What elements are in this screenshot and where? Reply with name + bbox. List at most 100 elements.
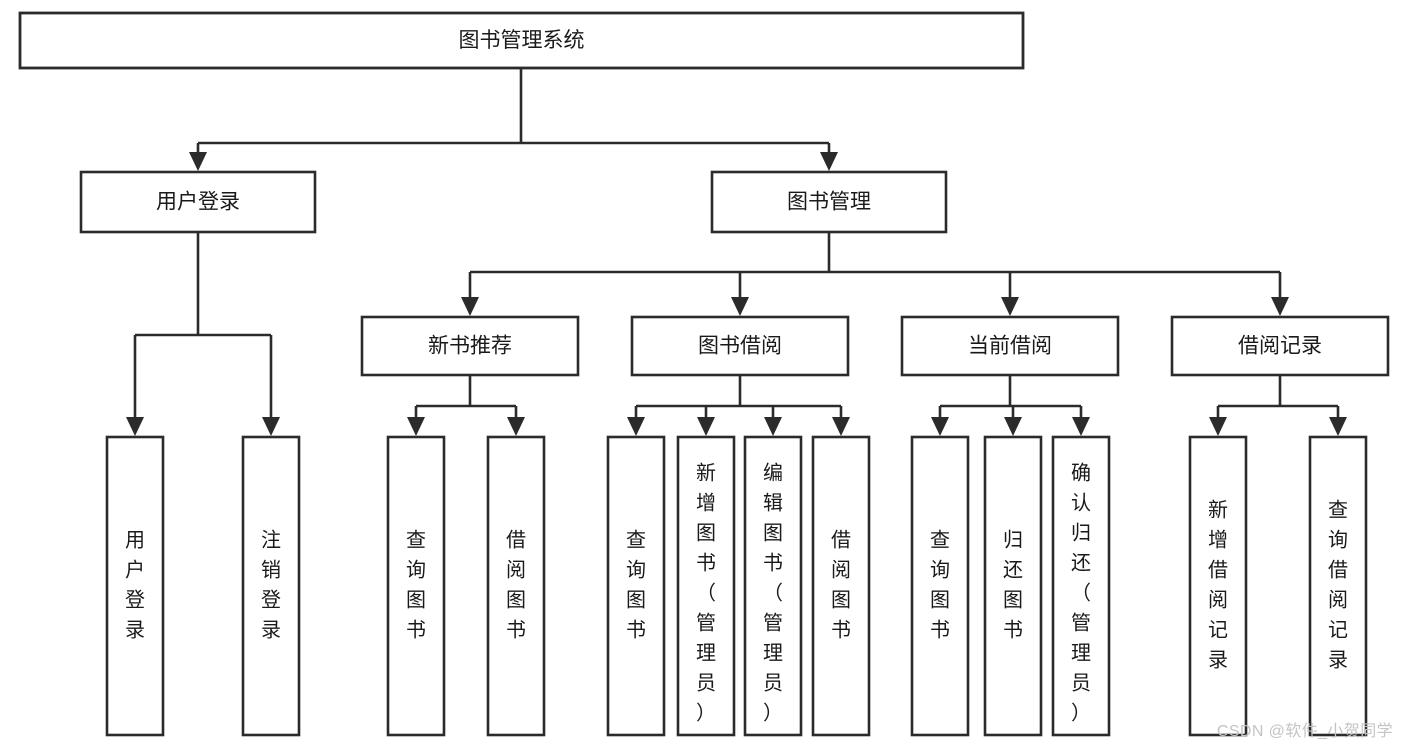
conn-book-borrow: [627, 375, 850, 436]
node-box[interactable]: [105, 435, 165, 737]
node-label-char: 图: [696, 522, 716, 544]
node-box[interactable]: [811, 435, 871, 737]
node-label-char: 归: [1003, 528, 1023, 551]
arrow-head-icon: [189, 152, 207, 171]
node-label-char: 管: [696, 611, 716, 634]
arrow-head-icon: [262, 417, 280, 436]
conn-new-book-rec: [407, 375, 525, 436]
node-box[interactable]: [606, 435, 666, 737]
node-label-char: ）: [1071, 701, 1091, 724]
node-label-char: 新: [696, 461, 716, 484]
arrow-head-icon: [407, 417, 425, 436]
node-label: 图书管理系统: [459, 29, 585, 52]
node-box[interactable]: [79, 170, 317, 234]
node-box[interactable]: [1308, 435, 1368, 737]
node-label-char: 查: [406, 528, 426, 551]
node-label-char: 查: [930, 528, 950, 551]
node-label-char: 录: [1208, 649, 1228, 671]
node-box[interactable]: [241, 435, 301, 737]
node-label-char: 图: [763, 522, 783, 544]
node-leaf-query-record[interactable]: 查询借阅记录查询借阅记录: [1308, 435, 1368, 737]
node-label-char: 注: [261, 528, 281, 551]
node-label-char: 借: [506, 528, 526, 551]
node-leaf-query-book-3[interactable]: 查询图书查询图书: [910, 435, 970, 737]
node-label-char: 员: [696, 672, 716, 694]
node-label: 图书管理: [787, 191, 871, 214]
node-label-char: 阅: [831, 558, 851, 581]
arrow-head-icon: [1329, 417, 1347, 436]
node-label: 借阅记录: [1238, 335, 1322, 358]
node-label-char: 阅: [1328, 588, 1348, 611]
node-box[interactable]: [1051, 435, 1111, 737]
nodes-layer: 图书管理系统用户登录图书管理新书推荐图书借阅当前借阅借阅记录用户登录用户登录注销…: [18, 11, 1390, 737]
node-label-char: （: [1071, 581, 1091, 604]
node-box[interactable]: [18, 11, 1025, 70]
node-label-char: 书: [930, 618, 950, 641]
node-label-char: 阅: [1208, 588, 1228, 611]
node-leaf-borrow-book-1[interactable]: 借阅图书借阅图书: [486, 435, 546, 737]
node-box[interactable]: [386, 435, 446, 737]
node-box[interactable]: [910, 435, 970, 737]
arrow-head-icon: [1072, 417, 1090, 436]
node-leaf-return-book[interactable]: 归还图书归还图书: [983, 435, 1043, 737]
node-label-char: 理: [763, 642, 783, 664]
node-leaf-borrow-book-2[interactable]: 借阅图书借阅图书: [811, 435, 871, 737]
node-label-char: 编: [763, 461, 783, 484]
node-label-char: 书: [763, 551, 783, 574]
node-leaf-query-book-2[interactable]: 查询图书查询图书: [606, 435, 666, 737]
node-label-char: ）: [696, 701, 716, 724]
arrow-head-icon: [764, 417, 782, 436]
node-label-char: 管: [1071, 611, 1091, 634]
node-label-char: （: [763, 581, 783, 604]
node-label-char: 查: [1328, 498, 1348, 521]
node-box[interactable]: [676, 435, 736, 737]
node-borrow-record[interactable]: 借阅记录: [1170, 315, 1390, 377]
node-box[interactable]: [360, 315, 580, 377]
node-label-char: 录: [1328, 649, 1348, 671]
node-new-book-rec[interactable]: 新书推荐: [360, 315, 580, 377]
node-box[interactable]: [743, 435, 803, 737]
node-label: 新书推荐: [428, 335, 512, 358]
node-label-char: 认: [1071, 491, 1091, 514]
node-label-char: 图: [506, 589, 526, 611]
node-box[interactable]: [630, 315, 850, 377]
node-leaf-add-record[interactable]: 新增借阅记录新增借阅记录: [1188, 435, 1248, 737]
node-box[interactable]: [1188, 435, 1248, 737]
node-box[interactable]: [710, 170, 948, 234]
node-label-char: 书: [696, 551, 716, 574]
node-label-char: 确: [1071, 461, 1091, 484]
node-current-borrow[interactable]: 当前借阅: [900, 315, 1120, 377]
node-box[interactable]: [1170, 315, 1390, 377]
node-label: 当前借阅: [968, 335, 1052, 358]
conn-root: [189, 68, 838, 171]
arrow-head-icon: [507, 417, 525, 436]
conn-user-login: [126, 232, 280, 436]
node-leaf-query-book-1[interactable]: 查询图书查询图书: [386, 435, 446, 737]
node-label: 用户登录: [156, 191, 240, 214]
node-label-char: 归: [1071, 521, 1091, 544]
node-label-char: 录: [261, 619, 281, 641]
node-label: 图书借阅: [698, 335, 782, 358]
node-box[interactable]: [983, 435, 1043, 737]
arrow-head-icon: [731, 297, 749, 316]
node-book-manage[interactable]: 图书管理: [710, 170, 948, 234]
node-box[interactable]: [900, 315, 1120, 377]
node-book-borrow[interactable]: 图书借阅: [630, 315, 850, 377]
connectors-layer: [126, 68, 1347, 436]
node-label-char: 记: [1208, 618, 1228, 641]
node-label-char: 书: [626, 618, 646, 641]
node-leaf-logout[interactable]: 注销登录注销登录: [241, 435, 301, 737]
node-box[interactable]: [486, 435, 546, 737]
node-label-char: 询: [406, 558, 426, 581]
node-label-char: 销: [261, 558, 281, 581]
node-root[interactable]: 图书管理系统: [18, 11, 1025, 70]
node-label-char: 录: [125, 619, 145, 641]
csdn-watermark: CSDN @软件_小贺同学: [1216, 723, 1393, 740]
node-label-char: 询: [930, 558, 950, 581]
node-leaf-user-login[interactable]: 用户登录用户登录: [105, 435, 165, 737]
node-user-login[interactable]: 用户登录: [79, 170, 317, 234]
